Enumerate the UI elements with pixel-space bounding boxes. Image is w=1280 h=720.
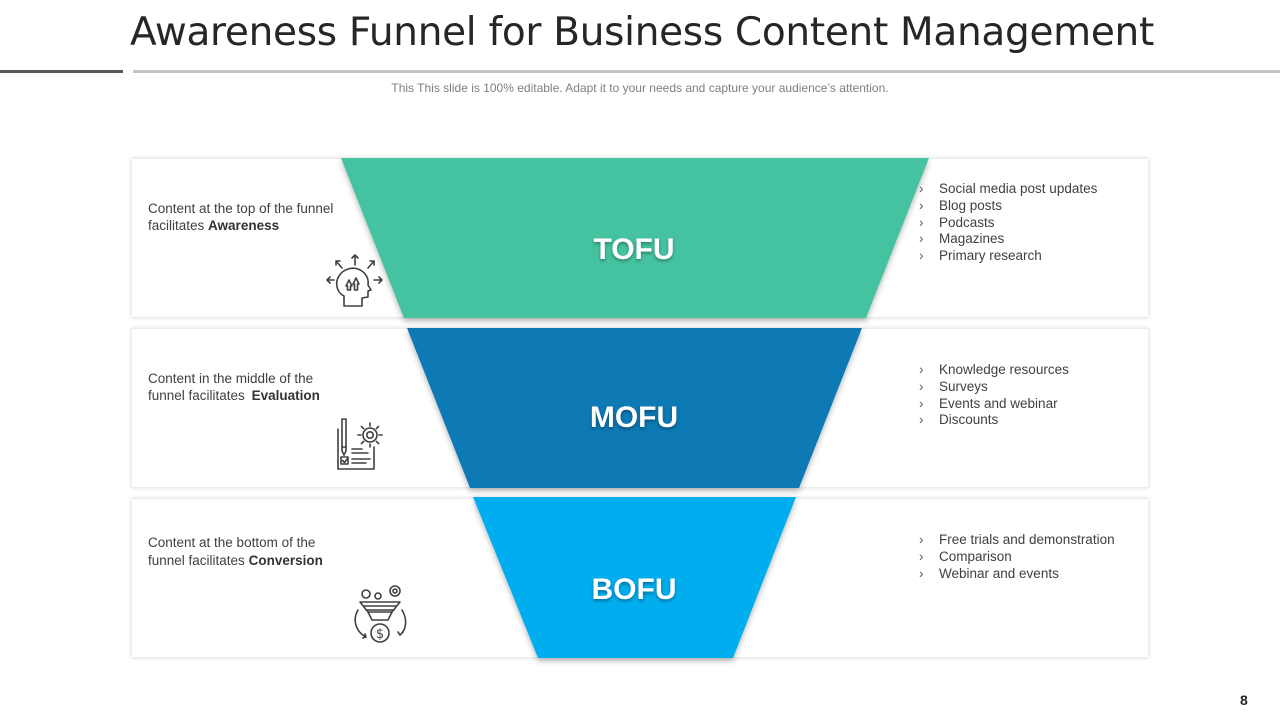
list-item: Events and webinar (919, 396, 1069, 413)
tofu-stage: Awareness (208, 218, 280, 233)
slide-title: Awareness Funnel for Business Content Ma… (130, 10, 1154, 55)
list-item: Webinar and events (919, 566, 1115, 583)
list-item: Primary research (919, 248, 1097, 265)
title-rule (133, 70, 1280, 73)
svg-text:$: $ (376, 627, 384, 642)
tofu-label: TOFU (593, 233, 675, 266)
funnel-dollar-icon: $ (354, 585, 407, 643)
list-item: Discounts (919, 412, 1069, 429)
slide-subtitle: This This slide is 100% editable. Adapt … (391, 81, 889, 95)
mofu-content-list: Knowledge resources Surveys Events and w… (919, 362, 1069, 429)
tofu-description: Content at the top of the funnel facilit… (148, 200, 368, 234)
head-arrows-icon (326, 254, 383, 307)
bofu-label: BOFU (591, 573, 677, 606)
list-item: Knowledge resources (919, 362, 1069, 379)
list-item: Podcasts (919, 215, 1097, 232)
page-number: 8 (1240, 692, 1248, 708)
bofu-segment (473, 497, 796, 658)
tofu-content-list: Social media post updates Blog posts Pod… (919, 181, 1097, 265)
mofu-description-text: Content in the middle of the funnel faci… (148, 371, 314, 403)
checklist-gear-icon (337, 418, 383, 470)
list-item: Free trials and demonstration (919, 532, 1115, 549)
mofu-description: Content in the middle of the funnel faci… (148, 370, 348, 404)
list-item: Comparison (919, 549, 1115, 566)
bofu-description-text: Content at the bottom of the funnel faci… (148, 535, 316, 568)
tofu-description-text: Content at the top of the funnel facilit… (148, 201, 334, 233)
list-item: Social media post updates (919, 181, 1097, 198)
title-rule-accent (0, 70, 123, 73)
mofu-label: MOFU (589, 401, 679, 434)
bofu-content-list: Free trials and demonstration Comparison… (919, 532, 1115, 582)
mofu-segment (407, 328, 862, 488)
list-item: Magazines (919, 231, 1097, 248)
tofu-segment (341, 158, 929, 318)
list-item: Blog posts (919, 198, 1097, 215)
mofu-stage: Evaluation (251, 388, 320, 403)
bofu-stage: Conversion (248, 553, 323, 568)
list-item: Surveys (919, 379, 1069, 396)
bofu-description: Content at the bottom of the funnel faci… (148, 534, 348, 570)
